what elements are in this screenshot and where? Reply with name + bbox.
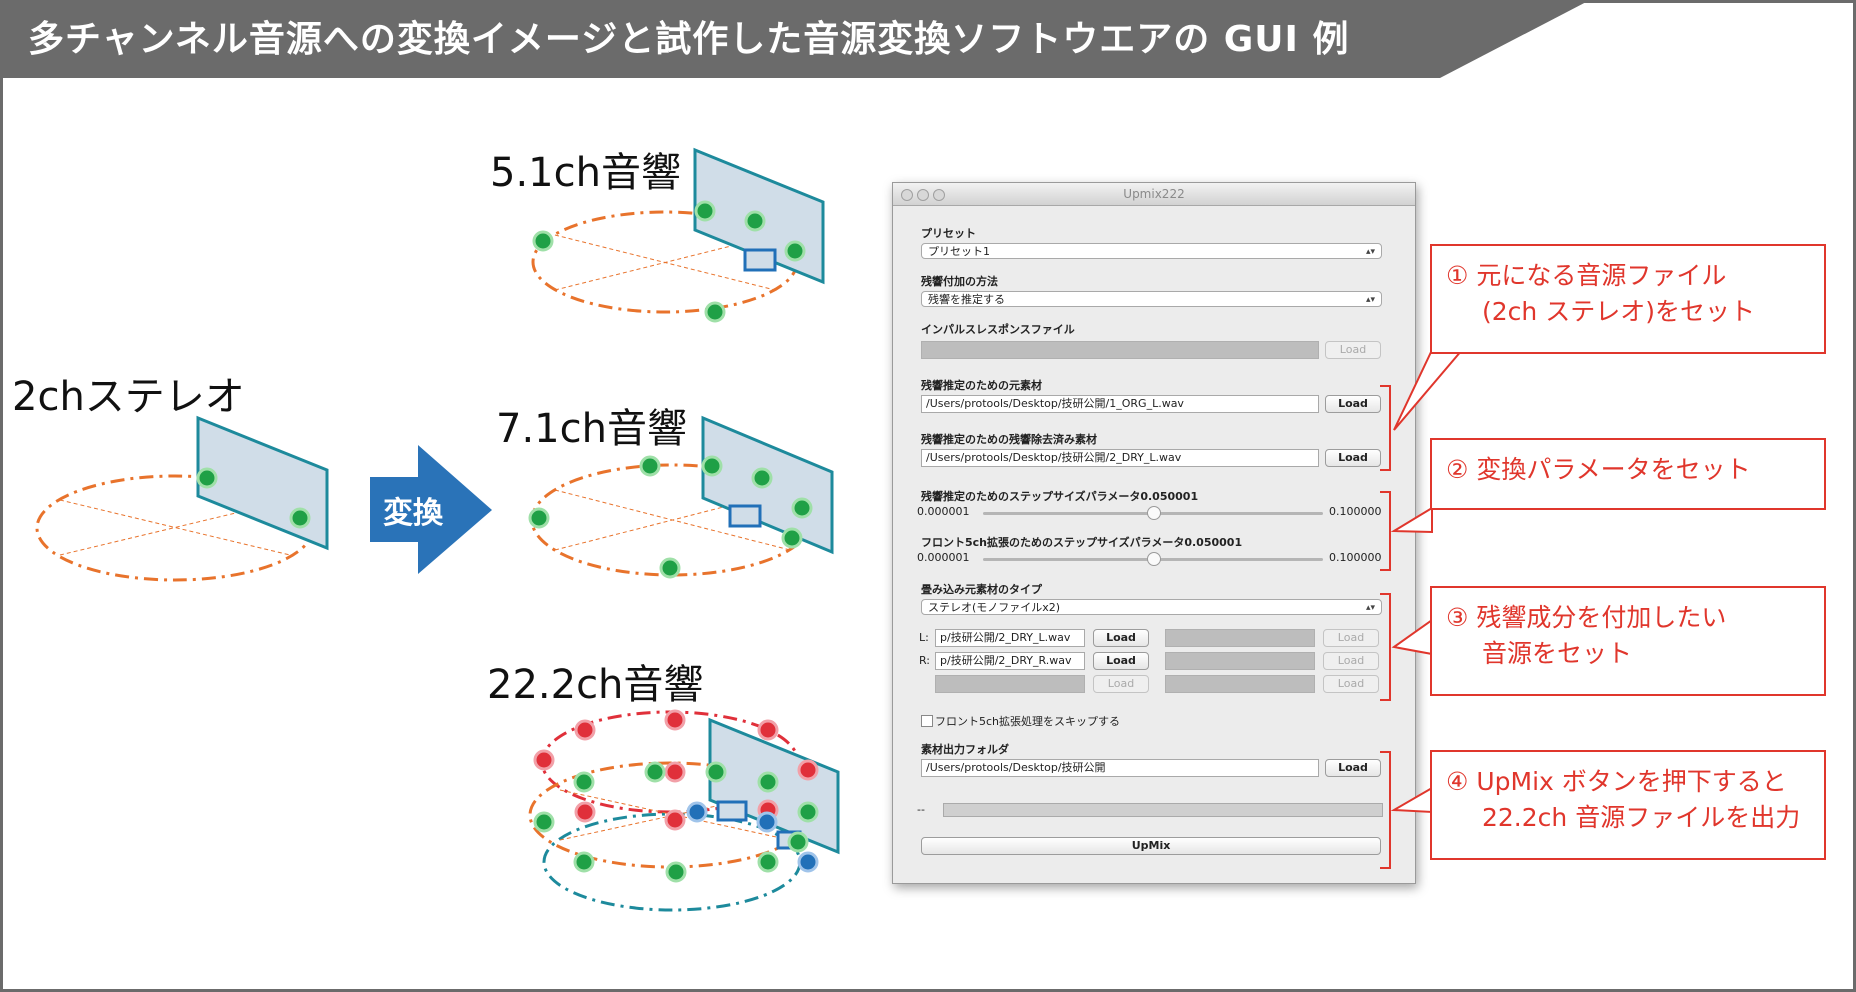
- dry-label: 残響推定のための残響除去済み素材: [921, 433, 1097, 446]
- upmix-diagram: [35, 147, 840, 912]
- row-l-path-field-2: [1165, 629, 1315, 647]
- step2-label: フロント5ch拡張のためのステップサイズパラメータ0.050001: [921, 536, 1243, 549]
- stereo-2ch-figure: [35, 415, 329, 582]
- step2-min: 0.000001: [917, 551, 970, 564]
- step2-max: 0.100000: [1329, 551, 1382, 564]
- surround-71-figure: [528, 415, 834, 579]
- row-r-label: R:: [919, 654, 931, 667]
- step1-slider-knob[interactable]: [1147, 506, 1161, 520]
- row-3-load-button-2: Load: [1323, 675, 1379, 693]
- convert-arrow-label: 変換: [383, 496, 443, 531]
- callout-3: ③ 残響成分を付加したい 音源をセット: [1430, 586, 1826, 696]
- reverb-method-select[interactable]: 残響を推定する ▴▾: [921, 291, 1382, 307]
- convolve-type-label: 畳み込み元素材のタイプ: [921, 583, 1042, 596]
- window-titlebar: Upmix222: [893, 183, 1415, 206]
- skip-front-label: フロント5ch拡張処理をスキップする: [935, 715, 1121, 728]
- impulse-label: インパルスレスポンスファイル: [921, 323, 1075, 336]
- callout-4-line2: 22.2ch 音源ファイルを出力: [1482, 803, 1801, 832]
- row-l-load-button-2: Load: [1323, 629, 1379, 647]
- row-r-path-field[interactable]: p/技研公開/2_DRY_R.wav: [935, 652, 1085, 670]
- orig-path-field[interactable]: /Users/protools/Desktop/技研公開/1_ORG_L.wav: [921, 395, 1319, 413]
- callout-4-line1: ④ UpMix ボタンを押下すると: [1446, 767, 1787, 796]
- row-l-path-field[interactable]: p/技研公開/2_DRY_L.wav: [935, 629, 1085, 647]
- surround-51-figure: [531, 147, 825, 323]
- row-l-load-button[interactable]: Load: [1093, 629, 1149, 647]
- progress-bar: [943, 803, 1383, 817]
- orig-load-button[interactable]: Load: [1325, 395, 1381, 413]
- orig-label: 残響推定のための元素材: [921, 379, 1042, 392]
- reverb-method-value: 残響を推定する: [928, 293, 1005, 306]
- upmix-button[interactable]: UpMix: [921, 837, 1381, 855]
- surround-222-figure: [528, 709, 840, 912]
- select-arrow-icon: ▴▾: [1365, 603, 1375, 613]
- reverb-method-label: 残響付加の方法: [921, 275, 998, 288]
- step1-min: 0.000001: [917, 505, 970, 518]
- surround-222-label: 22.2ch音響: [487, 662, 704, 708]
- preset-label: プリセット: [921, 227, 976, 240]
- row-r-load-button[interactable]: Load: [1093, 652, 1149, 670]
- title-banner: [0, 0, 1590, 78]
- callout-3-line2: 音源をセット: [1482, 639, 1633, 668]
- minimize-icon[interactable]: [917, 189, 929, 201]
- page-title: 多チャンネル音源への変換イメージと試作した音源変換ソフトウエアの GUI 例: [28, 19, 1350, 60]
- upmix-window: Upmix222 プリセット プリセット1 ▴▾ 残響付加の方法 残響を推定する…: [892, 182, 1416, 884]
- row-r-load-button-2: Load: [1323, 652, 1379, 670]
- output-folder-label: 素材出力フォルダ: [921, 743, 1009, 756]
- stereo-2ch-label: 2chステレオ: [12, 374, 245, 420]
- step2-slider-knob[interactable]: [1147, 552, 1161, 566]
- progress-prefix: --: [917, 803, 925, 816]
- impulse-path-field: [921, 341, 1319, 359]
- impulse-load-button: Load: [1325, 341, 1381, 359]
- select-arrow-icon: ▴▾: [1365, 295, 1375, 305]
- row-l-label: L:: [919, 631, 929, 644]
- convolve-type-value: ステレオ(モノファイルx2): [928, 601, 1061, 614]
- row-3-path-field-2: [1165, 675, 1315, 693]
- output-load-button[interactable]: Load: [1325, 759, 1381, 777]
- zoom-icon[interactable]: [933, 189, 945, 201]
- window-title: Upmix222: [1123, 187, 1185, 201]
- callout-2: ② 変換パラメータをセット: [1430, 438, 1826, 510]
- row-3-path-field: [935, 675, 1085, 693]
- step1-max: 0.100000: [1329, 505, 1382, 518]
- preset-select[interactable]: プリセット1 ▴▾: [921, 243, 1382, 259]
- callout-1-line1: ① 元になる音源ファイル: [1446, 261, 1727, 290]
- close-icon[interactable]: [901, 189, 913, 201]
- row-3-load-button: Load: [1093, 675, 1149, 693]
- surround-51-label: 5.1ch音響: [490, 150, 681, 196]
- row-r-path-field-2: [1165, 652, 1315, 670]
- callout-3-line1: ③ 残響成分を付加したい: [1446, 603, 1727, 632]
- convert-arrow: [370, 445, 492, 574]
- select-arrow-icon: ▴▾: [1365, 247, 1375, 257]
- callout-4: ④ UpMix ボタンを押下すると 22.2ch 音源ファイルを出力: [1430, 750, 1826, 860]
- preset-select-value: プリセット1: [928, 245, 990, 258]
- callout-1-line2: (2ch ステレオ)をセット: [1482, 297, 1755, 326]
- skip-front-checkbox[interactable]: [921, 715, 933, 727]
- output-folder-field[interactable]: /Users/protools/Desktop/技研公開: [921, 759, 1319, 777]
- step1-label: 残響推定のためのステップサイズパラメータ0.050001: [921, 490, 1199, 503]
- dry-load-button[interactable]: Load: [1325, 449, 1381, 467]
- dry-path-field[interactable]: /Users/protools/Desktop/技研公開/2_DRY_L.wav: [921, 449, 1319, 467]
- surround-71-label: 7.1ch音響: [496, 406, 687, 452]
- callout-2-line1: ② 変換パラメータをセット: [1446, 455, 1751, 484]
- callout-1: ① 元になる音源ファイル (2ch ステレオ)をセット: [1430, 244, 1826, 354]
- convolve-type-select[interactable]: ステレオ(モノファイルx2) ▴▾: [921, 599, 1382, 615]
